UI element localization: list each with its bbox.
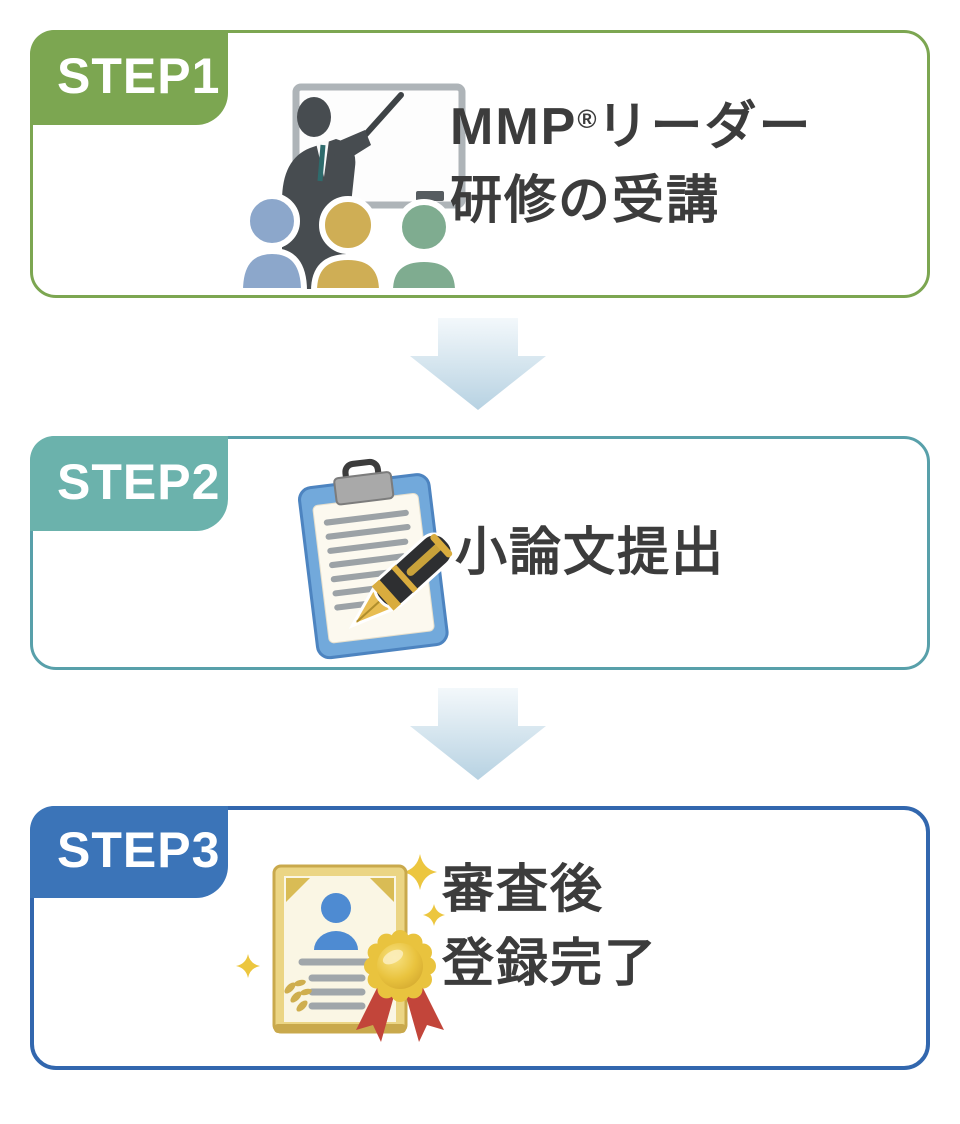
step1-badge: STEP1	[30, 30, 228, 125]
step1-panel: STEP1	[30, 30, 930, 298]
registered-trademark-symbol: ®	[577, 103, 597, 134]
down-arrow-icon	[410, 318, 546, 410]
teacher-presentation-icon	[238, 79, 468, 291]
step2-badge: STEP2	[30, 436, 228, 531]
clipboard-pen-icon	[279, 449, 493, 663]
step1-title: MMP®リーダー 研修の受講	[450, 91, 813, 239]
step2-title-line1: 小論文提出	[455, 524, 726, 582]
certificate-medal-icon	[234, 846, 472, 1064]
step3-title-line2: 登録完了	[442, 934, 659, 993]
step1-title-line1: MMP®リーダー	[450, 98, 813, 156]
step2-title: 小論文提出	[455, 517, 725, 591]
step3-panel: STEP3	[30, 806, 930, 1070]
step3-badge: STEP3	[30, 806, 228, 898]
step1-title-line2: 研修の受講	[450, 171, 721, 230]
step2-panel: STEP2	[30, 436, 930, 670]
step3-title-line1: 審査後	[442, 861, 605, 919]
down-arrow-icon	[410, 688, 546, 780]
sparkles	[236, 854, 445, 978]
step3-title: 審査後 登録完了	[442, 854, 658, 1002]
